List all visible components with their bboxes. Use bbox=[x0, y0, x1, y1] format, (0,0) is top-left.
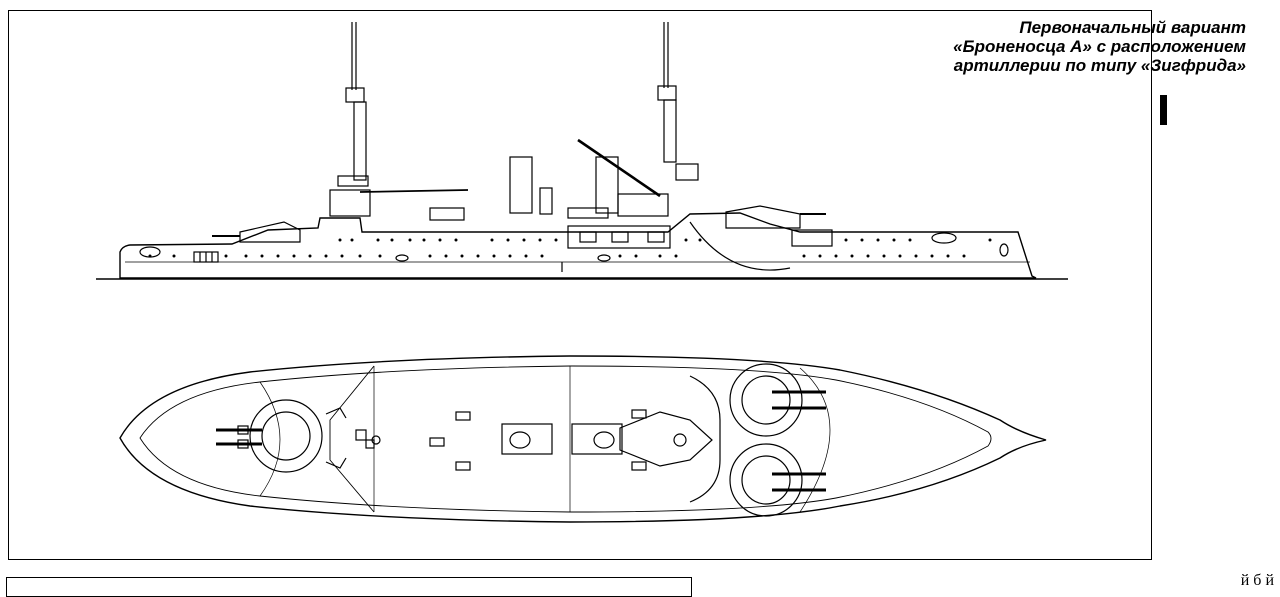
margin-mark bbox=[1160, 95, 1167, 125]
caption-line-1: Первоначальный вариант bbox=[1019, 18, 1246, 37]
caption-line-3: артиллерии по типу «Зигфрида» bbox=[953, 56, 1246, 75]
caption-line-2: «Броненосца А» с расположением bbox=[953, 37, 1246, 56]
figure-caption: Первоначальный вариант «Броненосца А» с … bbox=[953, 18, 1246, 75]
text-box-edge bbox=[6, 577, 692, 597]
plan-view-drawing bbox=[119, 355, 1047, 523]
cropped-body-text: й б й bbox=[1240, 572, 1274, 586]
drawing-frame bbox=[8, 10, 1152, 560]
side-profile-drawing bbox=[96, 22, 1068, 280]
